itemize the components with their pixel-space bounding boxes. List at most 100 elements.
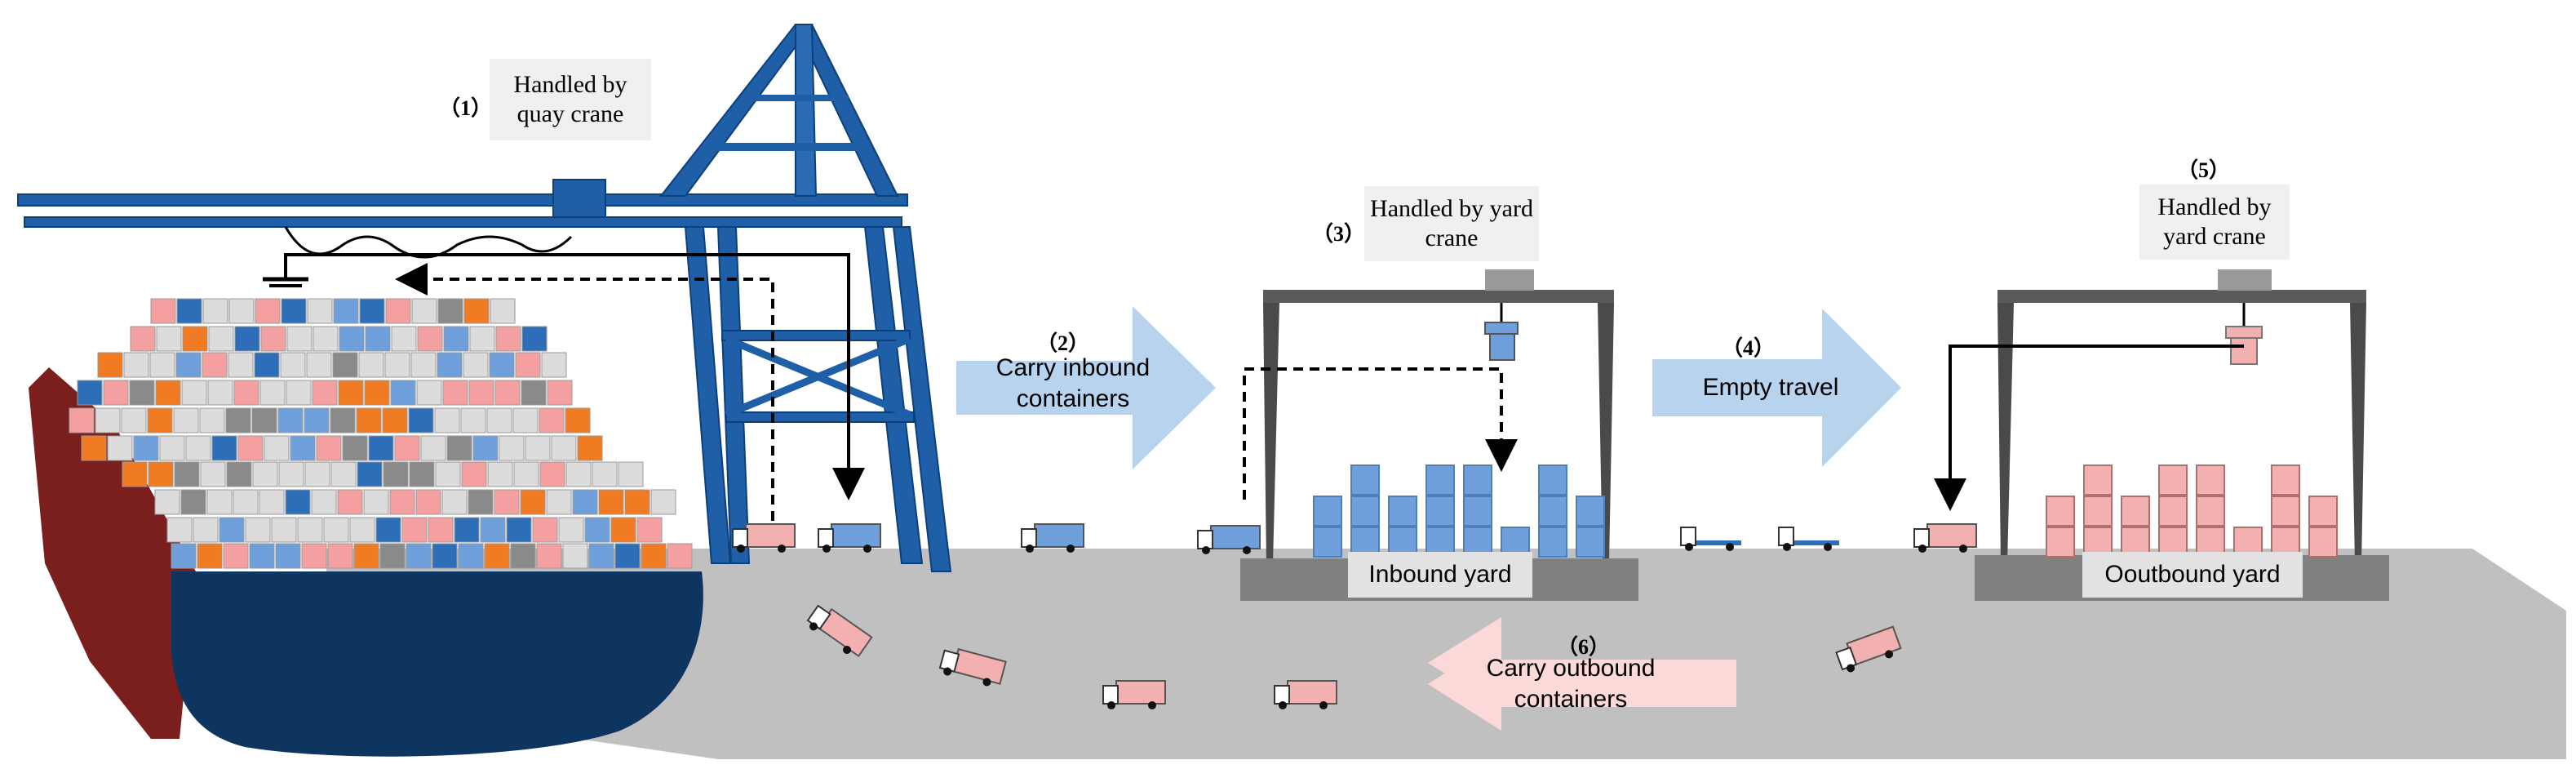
ship-container (446, 435, 472, 461)
ship-container (359, 298, 385, 324)
yard-container (2121, 496, 2150, 527)
ship-container (521, 380, 547, 406)
ship-container (598, 489, 624, 515)
truck (1680, 527, 1741, 551)
ship-container (174, 461, 200, 487)
ship-container (342, 435, 368, 461)
ship-container (251, 407, 277, 433)
ship-container (513, 461, 539, 487)
truck (1102, 680, 1166, 709)
yard-container (2046, 527, 2075, 558)
ship-container (333, 298, 359, 324)
ship-container (506, 517, 532, 543)
ship-container (202, 298, 228, 324)
ship-container (385, 298, 411, 324)
yard-container (2271, 496, 2300, 527)
ship-container (515, 352, 541, 378)
ship-container (365, 326, 391, 352)
ship-container (490, 298, 516, 324)
step-4-label: Empty travel (1702, 374, 1839, 401)
ship-container (103, 380, 129, 406)
ship-container (494, 489, 520, 515)
ship-container (202, 352, 228, 378)
step-4-number: （4） (1722, 336, 1776, 360)
ship-container (432, 543, 458, 569)
ship-container (330, 407, 356, 433)
crane-apex-mid (795, 24, 818, 197)
ship-container (237, 435, 264, 461)
ship-container (228, 298, 255, 324)
ship-container (130, 326, 156, 352)
ship-container (375, 517, 401, 543)
ship-container (618, 461, 644, 487)
ship-container (285, 489, 311, 515)
ship-container (97, 352, 123, 378)
ship-container (551, 435, 577, 461)
ship-container (408, 407, 434, 433)
ship-container (484, 543, 510, 569)
truck (1913, 523, 1977, 553)
ship-container (382, 407, 408, 433)
truck (1778, 527, 1839, 551)
yard-container (2271, 465, 2300, 496)
ship-container (271, 517, 297, 543)
inbound-container-stack (1313, 465, 1605, 558)
ship-hull (171, 571, 703, 757)
ship-container (173, 407, 199, 433)
ship-container (379, 543, 406, 569)
ship-container (487, 461, 513, 487)
ship-container (546, 489, 572, 515)
yard-crane-outbound-path (1934, 345, 2244, 511)
truck (818, 523, 881, 553)
ship-container (275, 543, 301, 569)
yard-container (1538, 496, 1567, 527)
ship-container (525, 435, 551, 461)
step-2-label: Carry inbound containers (995, 354, 1151, 412)
yard-container (1538, 527, 1567, 558)
ship-container (410, 352, 437, 378)
ship-container (180, 489, 206, 515)
ship (29, 298, 703, 757)
ship-container (307, 298, 333, 324)
ship-container (401, 517, 428, 543)
yard-container (1350, 496, 1380, 527)
inbound-yard-label: Inbound yard (1348, 552, 1532, 598)
yard-container (1463, 465, 1492, 496)
truck (1021, 523, 1084, 553)
truck (1835, 625, 1902, 673)
ship-container (226, 461, 252, 487)
ship-container (147, 407, 173, 433)
ship-container (565, 461, 592, 487)
ship-container (539, 407, 565, 433)
ship-container (468, 489, 494, 515)
ship-container (304, 461, 330, 487)
ship-container (123, 352, 149, 378)
ship-container (389, 489, 415, 515)
ship-container (286, 326, 313, 352)
ship-container (406, 543, 432, 569)
step-1-number: （1） (439, 96, 493, 120)
ship-container (428, 517, 454, 543)
ship-container (148, 461, 174, 487)
ship-container (532, 517, 558, 543)
ship-container (95, 407, 121, 433)
ship-container (156, 326, 182, 352)
ship-container (521, 326, 548, 352)
ship-container (107, 435, 133, 461)
trucks (732, 523, 1977, 709)
ship-container (384, 352, 410, 378)
yard-container (2083, 496, 2113, 527)
step-5-label: Handled by yard crane (2139, 184, 2290, 260)
yard-container (1538, 465, 1567, 496)
crane-leg-2 (716, 226, 751, 564)
ship-container (306, 352, 332, 378)
ship-container (330, 461, 357, 487)
ship-container (437, 352, 463, 378)
ship-container (154, 489, 180, 515)
ship-container (197, 543, 223, 569)
ship-container (259, 380, 286, 406)
ship-container (460, 407, 486, 433)
ship-container (390, 380, 416, 406)
ship-container (562, 543, 588, 569)
yard-container (2308, 496, 2338, 527)
